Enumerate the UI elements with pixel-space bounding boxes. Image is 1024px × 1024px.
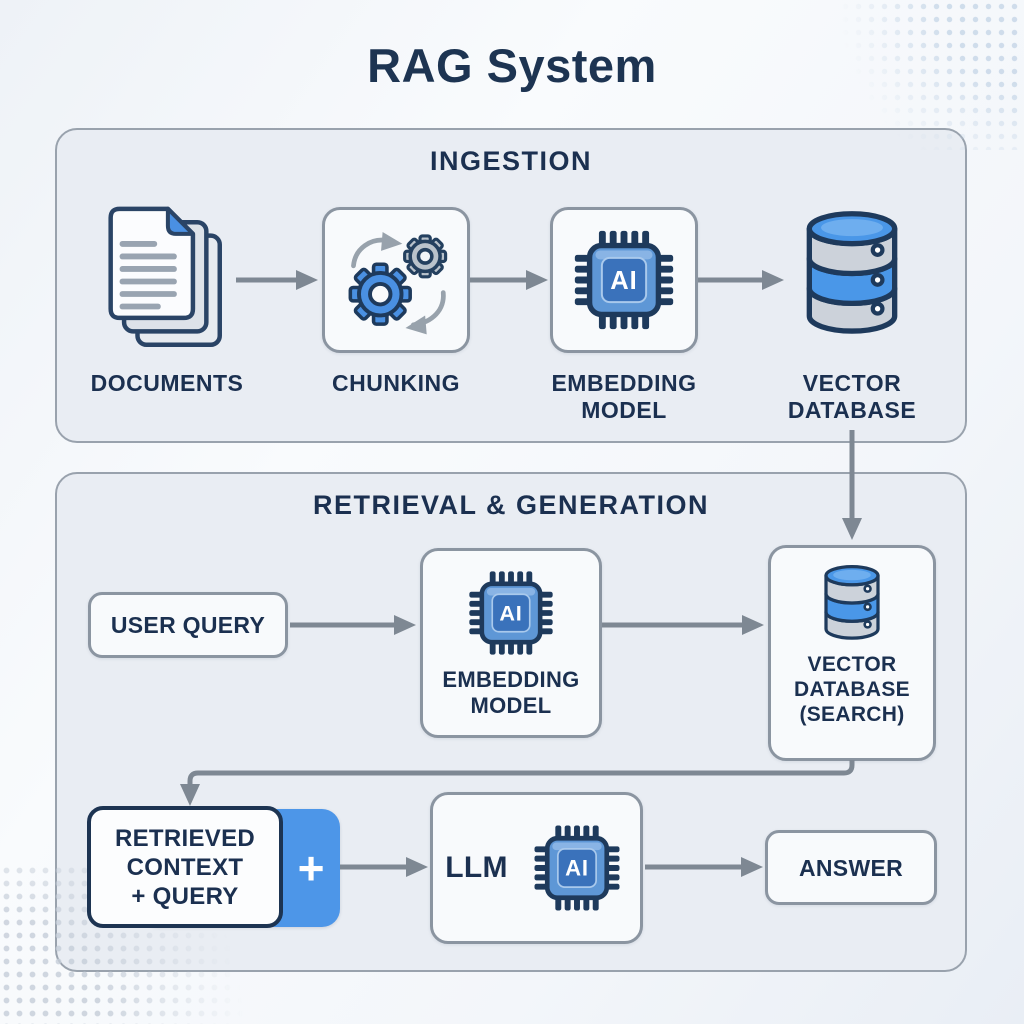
ai-chip-icon [461, 563, 561, 663]
page-title: RAG System [367, 39, 657, 92]
ingestion-header: INGESTION [429, 146, 592, 176]
embedding-model-label-retrieval: EMBEDDING MODEL [442, 667, 579, 719]
documents-label: DOCUMENTS [90, 370, 244, 396]
user-query-box: USER QUERY [88, 592, 288, 658]
ai-chip-icon [526, 817, 628, 919]
vector-database-search-label: VECTOR DATABASE (SEARCH) [794, 652, 910, 727]
vector-database-icon [824, 564, 880, 640]
vector-database-icon [788, 203, 916, 344]
vector-db-label-line2: DATABASE [787, 397, 917, 423]
vector-db-label-line2: DATABASE [794, 678, 910, 701]
context-label-line3: + QUERY [131, 882, 239, 910]
ai-chip-icon [565, 221, 683, 339]
embedding-label-line1: EMBEDDING [442, 667, 580, 692]
user-query-label: USER QUERY [110, 612, 266, 638]
chunking-box [322, 207, 470, 353]
embedding-model-label-ingestion: EMBEDDING MODEL [514, 370, 734, 424]
retrieval-header: RETRIEVAL & GENERATION [312, 490, 710, 520]
embedding-label-line2: MODEL [581, 397, 667, 423]
vector-db-label-line1: VECTOR [807, 653, 897, 676]
embedding-model-box-ingestion [550, 207, 698, 353]
llm-label: LLM [445, 851, 508, 884]
chunking-label: CHUNKING [332, 370, 460, 396]
llm-box: LLM [430, 792, 643, 944]
vector-db-label-line3: (SEARCH) [799, 703, 905, 726]
answer-label: ANSWER [798, 854, 904, 881]
vector-database-search-box: VECTOR DATABASE (SEARCH) [768, 545, 936, 761]
context-label-line2: CONTEXT [126, 853, 244, 881]
vector-database-label-ingestion: VECTOR DATABASE [742, 370, 962, 424]
retrieved-context-query-box: RETRIEVED CONTEXT + QUERY [87, 806, 283, 928]
answer-box: ANSWER [765, 830, 937, 905]
retrieved-context-query-label: RETRIEVED CONTEXT + QUERY [115, 824, 255, 911]
embedding-model-box-retrieval: EMBEDDING MODEL [420, 548, 602, 738]
plus-sign: + [297, 842, 325, 894]
gears-icon [333, 217, 459, 343]
documents-icon [91, 198, 243, 352]
embedding-label-line1: EMBEDDING [551, 370, 697, 396]
context-label-line1: RETRIEVED [114, 824, 256, 852]
vector-db-label-line1: VECTOR [802, 370, 902, 396]
embedding-label-line2: MODEL [470, 693, 552, 718]
